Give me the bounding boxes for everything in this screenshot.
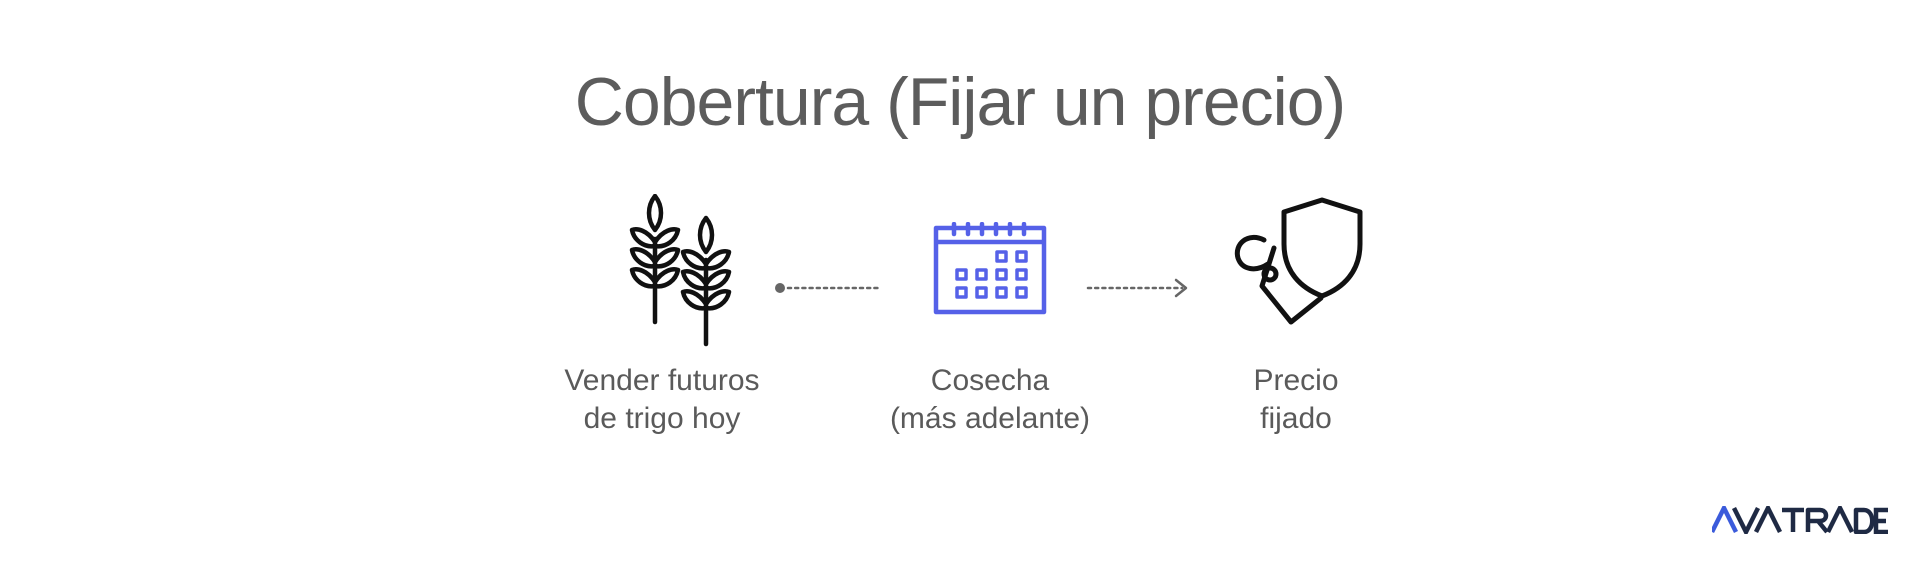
step-label-line: (más adelante) [889, 402, 1091, 435]
connector-dotted-arrow [1086, 276, 1192, 305]
step-label-sell-futures: Vender futuros de trigo hoy [532, 362, 792, 438]
diagram-title: Cobertura (Fijar un precio) [574, 64, 1346, 140]
step-label-price-fixed: Precio fijado [1166, 362, 1426, 438]
step-label-harvest: Cosecha (más adelante) [860, 362, 1120, 438]
avatrade-logo [1709, 502, 1890, 538]
connector-dotted-line [772, 280, 884, 301]
step-label-line: de trigo hoy [583, 402, 741, 435]
wheat-icon [628, 194, 740, 350]
step-label-line: Precio [1253, 364, 1339, 397]
step-label-line: Cosecha [930, 364, 1050, 397]
step-label-line: fijado [1260, 402, 1332, 435]
arrowhead-icon [1174, 278, 1188, 298]
connector-start-dot [775, 283, 785, 293]
step-label-line: Vender futuros [564, 364, 760, 397]
calendar-icon [932, 222, 1048, 316]
price-tag-shield-icon [1228, 196, 1368, 342]
